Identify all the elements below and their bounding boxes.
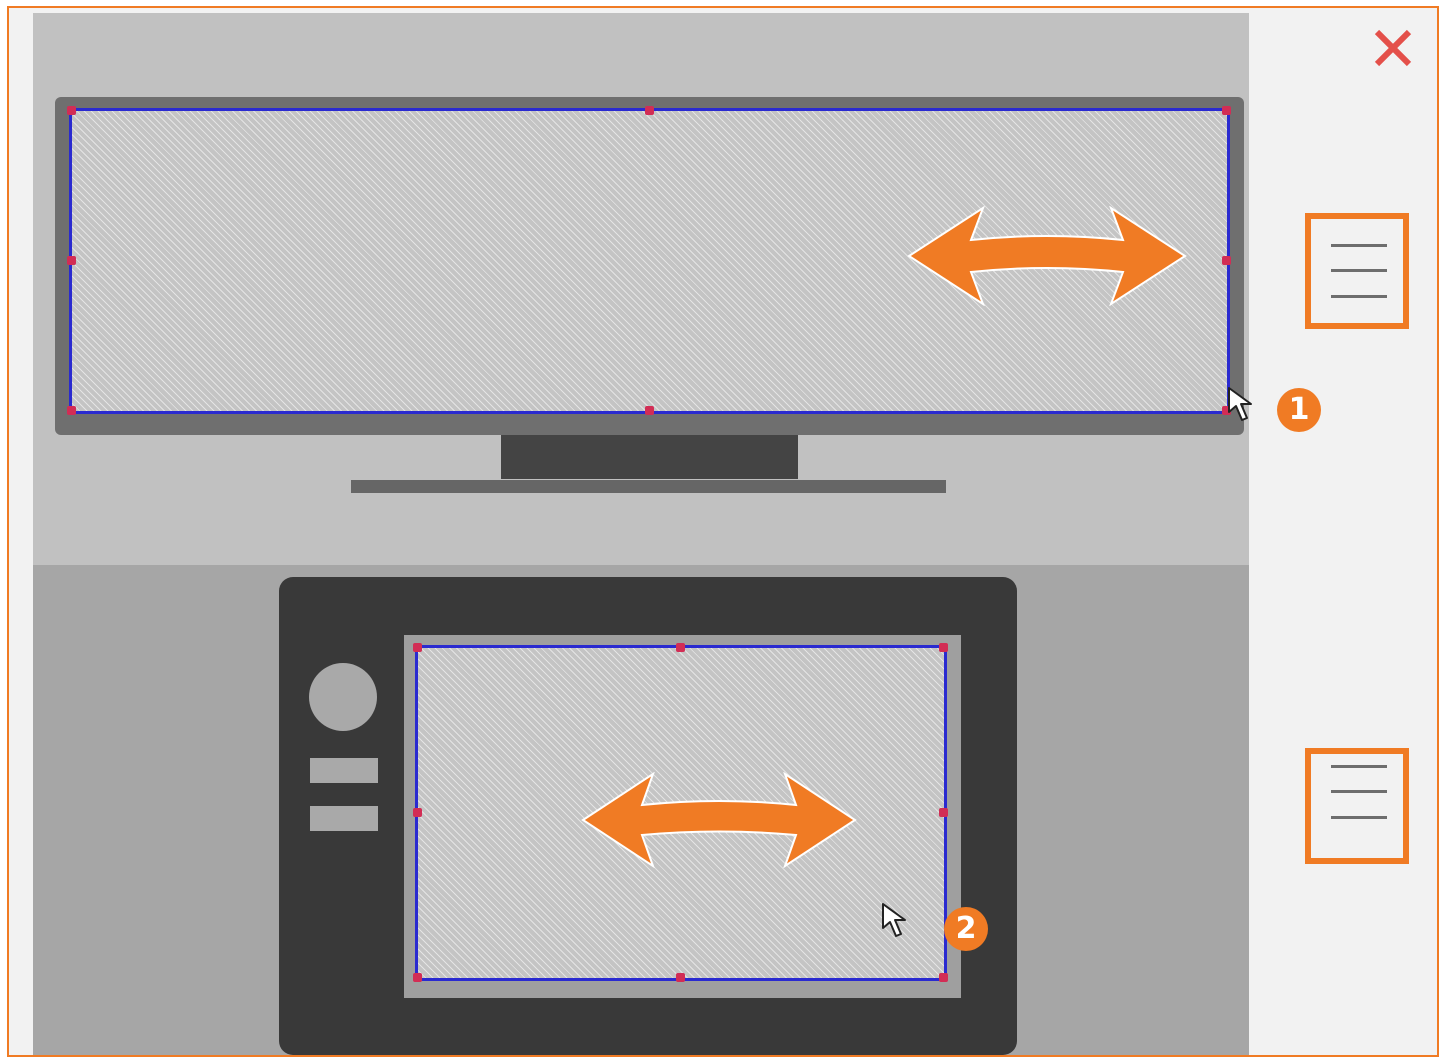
step-callout-2: 2	[944, 907, 988, 951]
resize-handle-top[interactable]	[676, 643, 685, 652]
resize-double-arrow-icon	[581, 772, 857, 868]
resize-handle-bottom-left[interactable]	[67, 406, 76, 415]
tablet-touch-ring	[309, 663, 377, 731]
resize-handle-bottom[interactable]	[645, 406, 654, 415]
resize-handle-right[interactable]	[939, 808, 948, 817]
resize-handle-bottom-left[interactable]	[413, 973, 422, 982]
resize-handle-bottom-right[interactable]	[939, 973, 948, 982]
resize-handle-bottom[interactable]	[676, 973, 685, 982]
tablet-express-key-2	[310, 806, 378, 831]
resize-handle-right[interactable]	[1222, 256, 1231, 265]
monitor-stand-neck	[501, 435, 798, 479]
tablet-express-key-1	[310, 758, 378, 783]
resize-handle-top-right[interactable]	[939, 643, 948, 652]
mouse-cursor-icon	[1227, 386, 1261, 424]
resize-handle-top-right[interactable]	[1222, 106, 1231, 115]
tablet-options-menu-button[interactable]	[1305, 748, 1409, 864]
mapping-dialog: 1 2	[7, 6, 1439, 1057]
resize-handle-top-left[interactable]	[413, 643, 422, 652]
step-callout-1: 1	[1277, 388, 1321, 432]
monitor-stand-base	[351, 480, 946, 493]
resize-handle-top-left[interactable]	[67, 106, 76, 115]
resize-handle-left[interactable]	[413, 808, 422, 817]
resize-handle-left[interactable]	[67, 256, 76, 265]
close-icon[interactable]	[1371, 26, 1415, 70]
monitor-options-menu-button[interactable]	[1305, 213, 1409, 329]
resize-handle-top[interactable]	[645, 106, 654, 115]
resize-double-arrow-icon	[907, 206, 1187, 306]
mouse-cursor-icon	[881, 902, 915, 940]
